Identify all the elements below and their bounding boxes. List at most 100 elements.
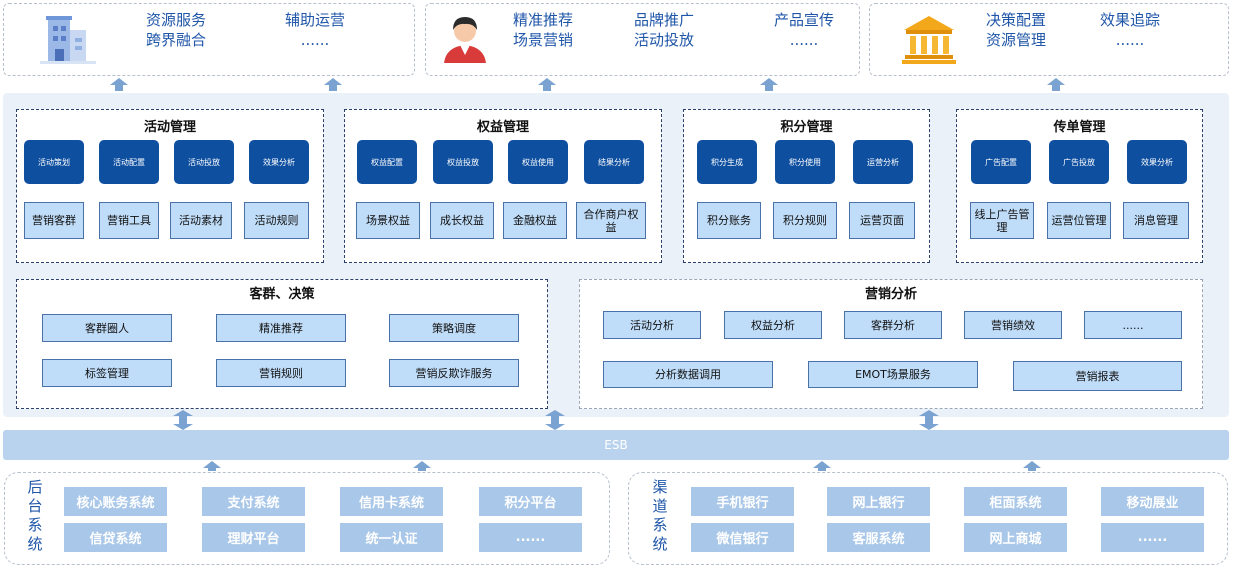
- btn-counter-system[interactable]: 柜面系统: [964, 487, 1067, 516]
- btn-payment-system[interactable]: 支付系统: [202, 487, 305, 516]
- btn-online-mall[interactable]: 网上商城: [964, 523, 1067, 552]
- top-text: 资源管理: [986, 31, 1047, 49]
- top-text: 效果追踪: [1099, 11, 1160, 29]
- btn-credit-card-system[interactable]: 信用卡系统: [340, 487, 443, 516]
- btn-loan-system[interactable]: 信贷系统: [64, 523, 167, 552]
- btn-activity-plan[interactable]: 活动策划: [24, 140, 84, 184]
- btn-marketing-report[interactable]: 营销报表: [1013, 361, 1182, 391]
- top-text: 资源服务: [146, 11, 207, 29]
- panel-title: 积分管理: [780, 120, 833, 135]
- btn-online-ad[interactable]: 线上广告管理: [970, 202, 1034, 239]
- btn-mobile-exhibition[interactable]: 移动展业: [1101, 487, 1204, 516]
- btn-ops-analysis[interactable]: 运营分析: [853, 140, 913, 184]
- panel-title: 营销分析: [864, 287, 917, 302]
- btn-wechat-banking[interactable]: 微信银行: [691, 523, 794, 552]
- btn-points-use[interactable]: 积分使用: [775, 140, 835, 184]
- btn-finance-rights[interactable]: 金融权益: [503, 202, 567, 239]
- btn-core-accounting[interactable]: 核心账务系统: [64, 487, 167, 516]
- btn-growth-rights[interactable]: 成长权益: [430, 202, 494, 239]
- btn-marketing-tools[interactable]: 营销工具: [99, 202, 159, 239]
- btn-flyer-effect-analysis[interactable]: 效果分析: [1127, 140, 1187, 184]
- top-text: ......: [300, 31, 330, 49]
- double-arrow-icon: [171, 410, 195, 430]
- arrow-stem: [418, 468, 426, 471]
- building-icon: [40, 16, 96, 64]
- btn-customer-service[interactable]: 客服系统: [827, 523, 930, 552]
- top-text: 场景营销: [513, 31, 574, 49]
- top-box2-col3: 产品宣传 ......: [766, 10, 842, 50]
- arrow-stem: [818, 468, 826, 471]
- channel-label: 渠道系统: [652, 478, 668, 553]
- btn-points-account[interactable]: 积分账务: [697, 202, 761, 239]
- top-text: 产品宣传: [773, 11, 834, 29]
- arrow-stem: [208, 468, 216, 471]
- btn-more-analysis[interactable]: ......: [1084, 311, 1182, 339]
- double-arrow-icon: [543, 410, 567, 430]
- top-box2-col1: 精准推荐 场景营销: [513, 10, 573, 50]
- up-arrow: [760, 78, 778, 85]
- btn-marketing-performance[interactable]: 营销绩效: [964, 311, 1062, 339]
- btn-online-banking[interactable]: 网上银行: [827, 487, 930, 516]
- btn-marketing-group[interactable]: 营销客群: [24, 202, 84, 239]
- arrow-stem: [765, 85, 773, 91]
- btn-activity-rules[interactable]: 活动规则: [244, 202, 309, 239]
- panel-title: 客群、决策: [249, 287, 315, 302]
- btn-ops-page[interactable]: 运营页面: [849, 202, 915, 239]
- btn-activity-analysis[interactable]: 活动分析: [603, 311, 701, 339]
- double-arrow-icon: [917, 410, 941, 430]
- btn-rights-use[interactable]: 权益使用: [508, 140, 568, 184]
- up-arrow: [1023, 461, 1041, 468]
- up-arrow: [324, 78, 342, 85]
- btn-customer-analysis[interactable]: 客群分析: [844, 311, 942, 339]
- btn-wealth-platform[interactable]: 理财平台: [202, 523, 305, 552]
- btn-partner-rights[interactable]: 合作商户权益: [576, 202, 646, 239]
- btn-effect-analysis[interactable]: 效果分析: [249, 140, 309, 184]
- btn-backend-more[interactable]: ......: [479, 523, 582, 552]
- arrow-stem: [329, 85, 337, 91]
- btn-rights-analysis[interactable]: 权益分析: [724, 311, 822, 339]
- btn-mobile-banking[interactable]: 手机银行: [691, 487, 794, 516]
- btn-result-analysis[interactable]: 结果分析: [584, 140, 644, 184]
- btn-customer-circle[interactable]: 客群圈人: [42, 314, 172, 342]
- top-text: 精准推荐: [513, 11, 574, 29]
- btn-activity-launch[interactable]: 活动投放: [174, 140, 234, 184]
- btn-tag-management[interactable]: 标签管理: [42, 359, 172, 387]
- btn-scene-rights[interactable]: 场景权益: [356, 202, 420, 239]
- btn-points-generate[interactable]: 积分生成: [697, 140, 757, 184]
- btn-activity-config[interactable]: 活动配置: [99, 140, 159, 184]
- arrow-stem: [1052, 85, 1060, 91]
- btn-activity-material[interactable]: 活动素材: [170, 202, 232, 239]
- btn-ad-launch[interactable]: 广告投放: [1049, 140, 1109, 184]
- btn-message-management[interactable]: 消息管理: [1123, 202, 1189, 239]
- top-box1-col2: 辅助运营 ......: [280, 10, 350, 50]
- btn-marketing-rules[interactable]: 营销规则: [216, 359, 346, 387]
- btn-ad-config[interactable]: 广告配置: [971, 140, 1031, 184]
- top-text: ......: [1115, 31, 1145, 49]
- btn-emot-scene-service[interactable]: EMOT场景服务: [808, 361, 978, 388]
- up-arrow: [203, 461, 221, 468]
- btn-strategy-dispatch[interactable]: 策略调度: [389, 314, 519, 342]
- esb-bus: ESB: [3, 430, 1229, 460]
- top-text: 跨界融合: [146, 31, 207, 49]
- btn-unified-auth[interactable]: 统一认证: [340, 523, 443, 552]
- top-text: 决策配置: [986, 11, 1047, 29]
- top-text: ......: [789, 31, 819, 49]
- btn-points-rules[interactable]: 积分规则: [773, 202, 837, 239]
- arrow-stem: [115, 85, 123, 91]
- panel-customer-decision: [16, 279, 548, 409]
- btn-rights-launch[interactable]: 权益投放: [433, 140, 493, 184]
- top-text: 辅助运营: [284, 11, 345, 29]
- top-text: 活动投放: [634, 31, 695, 49]
- up-arrow: [110, 78, 128, 85]
- up-arrow: [1047, 78, 1065, 85]
- btn-channel-more[interactable]: ......: [1101, 523, 1204, 552]
- btn-anti-fraud[interactable]: 营销反欺诈服务: [389, 359, 519, 387]
- btn-rights-config[interactable]: 权益配置: [357, 140, 417, 184]
- btn-analysis-data-call[interactable]: 分析数据调用: [603, 361, 773, 388]
- up-arrow: [538, 78, 556, 85]
- btn-slot-management[interactable]: 运营位管理: [1047, 202, 1111, 239]
- btn-precise-recommend[interactable]: 精准推荐: [216, 314, 346, 342]
- btn-points-platform[interactable]: 积分平台: [479, 487, 582, 516]
- top-box-marketing: [425, 3, 860, 76]
- top-box1-col1: 资源服务 跨界融合: [146, 10, 206, 50]
